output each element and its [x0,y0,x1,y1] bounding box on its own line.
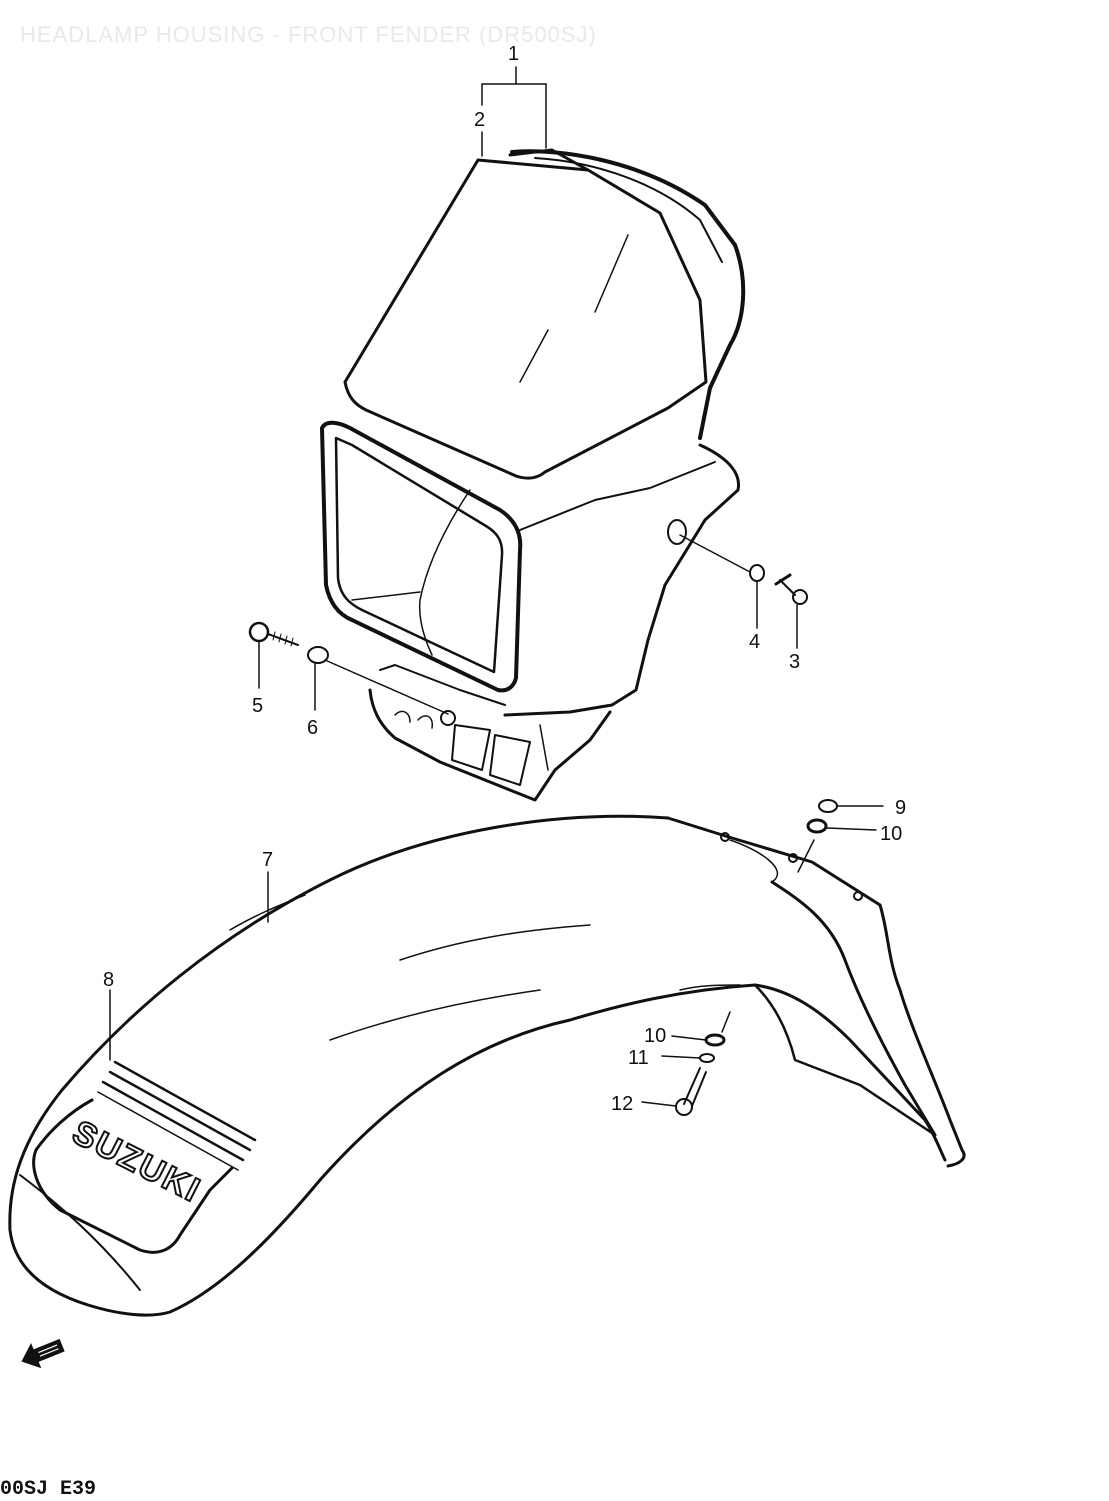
bolt-3-and-collar-4 [679,534,808,649]
leader-lines [109,66,547,1061]
callout-7: 7 [262,849,273,871]
callout-9: 9 [895,797,906,819]
diagram-title: HEADLAMP HOUSING - FRONT FENDER (DR500SJ… [20,22,597,47]
bolt-12-washers-10-11 [641,1011,731,1116]
headlamp-housing [320,148,746,802]
page-code: 00SJ E39 [0,1478,97,1501]
nut-9-and-washer-10 [797,799,884,873]
callout-10-lower: 10 [644,1025,666,1047]
callout-6: 6 [307,717,318,739]
callout-10-upper: 10 [880,823,902,845]
callout-1: 1 [508,43,519,65]
callout-12: 12 [611,1093,633,1115]
callout-2: 2 [474,109,485,131]
front-direction-arrow-icon [21,1338,65,1369]
callout-11: 11 [628,1047,649,1069]
callout-3: 3 [789,651,800,673]
callout-5: 5 [252,695,263,717]
bolt-5-and-collar-6 [248,621,449,715]
front-fender [8,814,966,1317]
callout-4: 4 [749,631,760,653]
callout-8: 8 [103,969,114,991]
